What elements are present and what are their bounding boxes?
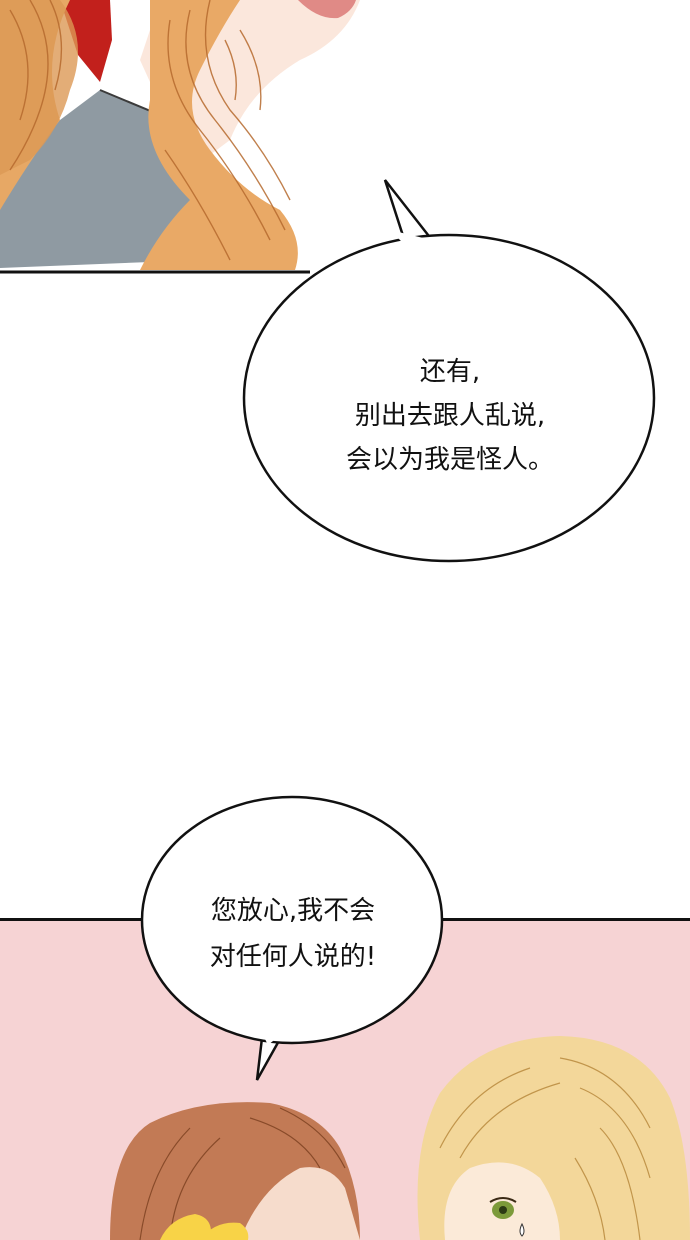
bubble-1-line-2: 别出去跟人乱说, [354, 401, 546, 431]
bubble-1-body [242, 233, 656, 563]
lips [298, 0, 356, 19]
bottom-art-panel [0, 918, 690, 1240]
bubble-1-line-1: 还有, [419, 357, 481, 387]
bubble-2-line-2: 对任何人说的! [209, 942, 377, 972]
speech-bubble-1 [242, 179, 656, 563]
bubble-1-tail [383, 179, 435, 244]
sweat-drop [519, 1222, 525, 1237]
top-art-panel [0, 0, 690, 275]
speech-bubble-2-text: 您放心,我不会 对任何人说的! [162, 888, 424, 980]
bubble-1-line-3: 会以为我是怪人。 [345, 445, 554, 475]
red-collar [60, 0, 112, 82]
yellow-ribbon [160, 1214, 211, 1240]
hair-right-lock [140, 0, 298, 270]
speech-bubble-1-text: 还有, 别出去跟人乱说, 会以为我是怪人。 [290, 350, 610, 482]
bubble-2-line-1: 您放心,我不会 [210, 896, 376, 926]
top-panel-illustration [0, 0, 690, 275]
speech-bubble-2 [140, 795, 444, 1081]
bubble-2-body [140, 795, 444, 1045]
